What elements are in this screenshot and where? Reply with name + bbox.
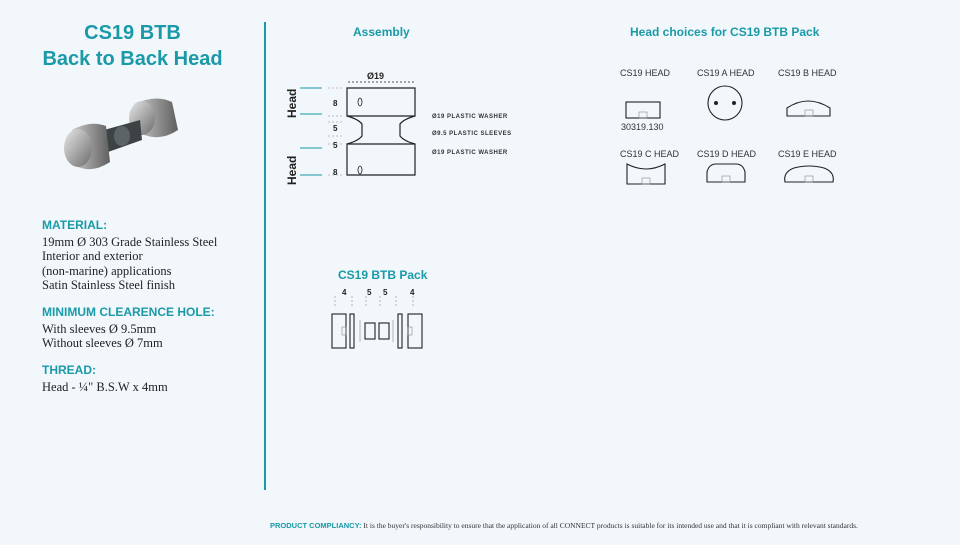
thread-spec: THREAD: Head - ¼" B.S.W x 4mm [42, 363, 168, 394]
sleeve-label: Ø9.5 PLASTIC SLEEVES [432, 131, 512, 137]
product-name-title: Back to Back Head [42, 48, 223, 70]
thread-heading: THREAD: [42, 363, 96, 377]
dim-label: 5 [333, 141, 338, 150]
pack-drawing [331, 296, 423, 349]
cs19-e-head-icon [784, 165, 834, 183]
material-line: Satin Stainless Steel finish [42, 278, 175, 292]
product-photo [64, 98, 178, 170]
product-compliancy-note: PRODUCT COMPLIANCY: It is the buyer's re… [270, 521, 858, 530]
head-label-bottom: Head [285, 155, 299, 185]
head-choice-label: CS19 HEAD [620, 68, 671, 78]
head-choice-label: CS19 D HEAD [697, 149, 757, 159]
washer-label: Ø19 PLASTIC WASHER [432, 114, 508, 120]
head-choice-label: CS19 A HEAD [697, 68, 755, 78]
cs19-head-icon [625, 101, 661, 119]
material-spec: MATERIAL: 19mm Ø 303 Grade Stainless Ste… [42, 218, 217, 293]
pack-title: CS19 BTB Pack [338, 268, 428, 282]
hole-heading: MINIMUM CLEARENCE HOLE: [42, 305, 215, 319]
compliancy-text: It is the buyer's responsibility to ensu… [363, 521, 858, 530]
thread-line: Head - ¼" B.S.W x 4mm [42, 379, 168, 394]
hole-spec: MINIMUM CLEARENCE HOLE: With sleeves Ø 9… [42, 305, 215, 351]
pack-dim: 4 [342, 288, 347, 297]
head-choice-label: CS19 B HEAD [778, 68, 837, 78]
hole-line: With sleeves Ø 9.5mm [42, 321, 157, 336]
assembly-drawing [300, 81, 416, 176]
assembly-diameter: Ø19 [367, 71, 385, 81]
material-line: Interior and exterior [42, 249, 143, 263]
material-line: (non-marine) applications [42, 263, 172, 278]
material-line: 19mm Ø 303 Grade Stainless Steel [42, 234, 218, 249]
cs19-b-head-icon [786, 100, 831, 117]
product-code-title: CS19 BTB [84, 22, 181, 44]
hole-line: Without sleeves Ø 7mm [42, 336, 163, 350]
material-heading: MATERIAL: [42, 218, 108, 232]
cs19-c-head-icon [626, 163, 666, 185]
dim-label: 5 [333, 124, 338, 133]
pack-dim: 5 [383, 288, 388, 297]
pack-dim: 4 [410, 288, 415, 297]
column-divider [264, 22, 266, 490]
cs19-d-head-icon [706, 163, 746, 183]
washer-label: Ø19 PLASTIC WASHER [432, 150, 508, 156]
head-choice-label: CS19 C HEAD [620, 149, 680, 159]
dim-label: 8 [333, 168, 338, 177]
dim-label: 8 [333, 99, 338, 108]
compliancy-label: PRODUCT COMPLIANCY: [270, 521, 362, 530]
cs19-a-head-icon [707, 85, 743, 121]
assembly-title: Assembly [353, 25, 410, 39]
head-choice-label: CS19 E HEAD [778, 149, 837, 159]
head-choice-code: 30319.130 [621, 122, 664, 132]
head-choices-title: Head choices for CS19 BTB Pack [630, 25, 820, 39]
head-label-top: Head [285, 88, 299, 118]
pack-dim: 5 [367, 288, 372, 297]
